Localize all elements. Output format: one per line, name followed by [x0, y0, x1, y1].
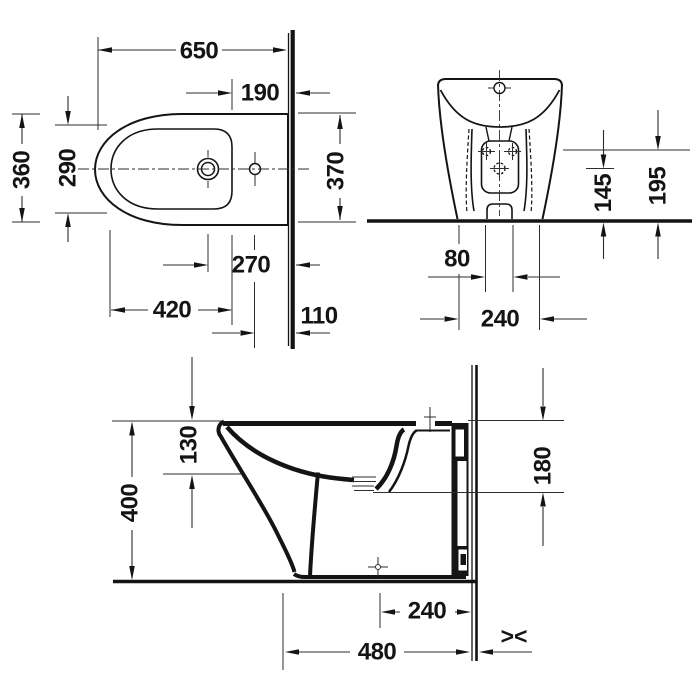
dim-base-width: 240 [420, 225, 587, 333]
dim-basin-width: 290 [55, 96, 107, 242]
front-face [218, 434, 297, 573]
dim-basin-length: 420 [109, 230, 233, 325]
basin-back-wall [374, 427, 406, 491]
rear-mounting-band [451, 423, 469, 576]
dim-label-190: 190 [241, 80, 280, 107]
side-view: 400 130 180 240 [112, 357, 564, 670]
dim-fixing-holes-height: 195 [563, 110, 690, 259]
dim-label-130: 130 [176, 426, 203, 465]
hole-cross-ticks [478, 143, 521, 178]
dim-label-370: 370 [323, 152, 350, 191]
dim-label-145: 145 [590, 174, 617, 213]
dim-label-195: 195 [645, 167, 672, 206]
bidet-inner-rim [110, 128, 233, 210]
dim-label-180: 180 [530, 447, 557, 486]
rear-inner-panel [480, 140, 520, 194]
dim-label-240-side: 240 [408, 598, 447, 625]
bidet-outer-outline [93, 113, 289, 226]
bowl-front-wall [308, 472, 320, 577]
basin-curve [225, 425, 355, 483]
dim-side-hole-to-wall: 110 [212, 235, 338, 348]
dim-label-480: 480 [358, 639, 397, 666]
dim-label-420: 420 [153, 297, 192, 324]
drain-steps [352, 476, 376, 491]
dim-label-270: 270 [232, 252, 271, 279]
rear-cavity-left [470, 128, 475, 212]
rear-view: 80 240 145 195 [367, 70, 692, 333]
front-lip [216, 419, 225, 437]
dim-overall-length: 650 [97, 37, 287, 130]
dim-rim-depth: 130 [163, 357, 242, 528]
dim-tap-hole-to-wall: 270 [163, 234, 320, 279]
base-bottom [292, 572, 466, 579]
dim-label-110: 110 [300, 303, 337, 330]
rear-hidden-cavity [465, 128, 533, 214]
hole-center-ticks [207, 150, 256, 188]
dim-rim-to-wall: 190 [186, 79, 330, 110]
dim-label-240-rear: 240 [481, 306, 520, 333]
dim-rear-drop: 180 [373, 368, 564, 546]
dim-front-foot-to-wall: 480 [282, 593, 532, 670]
dim-outlet-to-wall: 240 [379, 593, 471, 628]
rear-neck [485, 126, 513, 142]
not-to-scale-symbol: >< [501, 623, 528, 649]
plan-view: 650 190 360 290 [9, 30, 356, 349]
rear-rim-curve [439, 89, 561, 128]
dim-fixing-holes-spacing: 80 [428, 246, 560, 280]
dim-label-290: 290 [55, 149, 82, 188]
dim-label-80: 80 [444, 246, 470, 273]
dim-width-front: 360 [9, 113, 40, 223]
basin-back-wall-inner [388, 429, 418, 493]
dim-overall-height: 400 [112, 420, 221, 580]
rear-outer-outline [437, 78, 563, 220]
outlet-position-marker [368, 557, 388, 577]
dim-label-400: 400 [117, 484, 144, 523]
dim-label-360: 360 [9, 151, 36, 190]
tap-position-tick [424, 407, 436, 432]
dim-width-at-wall: 370 [298, 112, 356, 223]
dim-label-650: 650 [180, 38, 219, 65]
dim-outlet-height: 145 [586, 130, 617, 259]
rear-cavity-right [523, 128, 528, 212]
